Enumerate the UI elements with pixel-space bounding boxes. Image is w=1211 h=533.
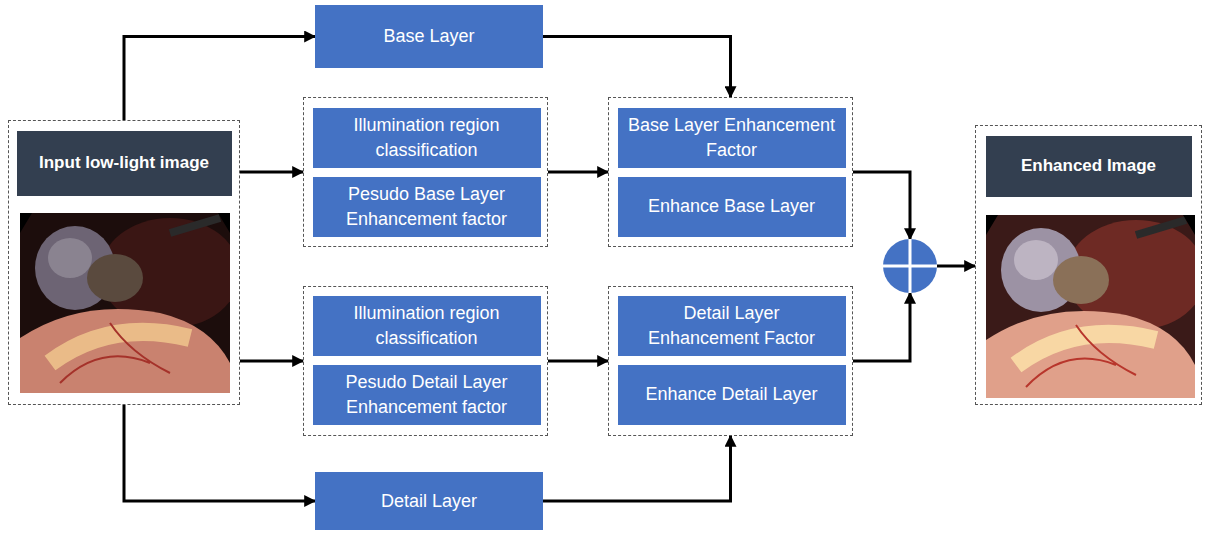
output-group: Enhanced Image bbox=[975, 125, 1202, 405]
flow-arrow bbox=[548, 360, 608, 363]
step-group: Base Layer Enhancement FactorEnhance Bas… bbox=[608, 97, 853, 247]
process-box: Pesudo Detail Layer Enhancement factor bbox=[313, 365, 541, 425]
node-label: Detail Layer Enhancement Factor bbox=[626, 301, 838, 350]
process-box: Base Layer Enhancement Factor bbox=[618, 108, 846, 168]
flow-arrow bbox=[548, 171, 608, 174]
node-label: Pesudo Detail Layer Enhancement factor bbox=[321, 370, 533, 419]
node-label: Illumination region classification bbox=[321, 301, 533, 350]
flow-arrow bbox=[853, 293, 910, 361]
step-group: Detail Layer Enhancement FactorEnhance D… bbox=[608, 286, 853, 436]
header-box: Enhanced Image bbox=[986, 136, 1192, 197]
process-box: Pesudo Base Layer Enhancement factor bbox=[313, 177, 541, 237]
input-endoscopy-image bbox=[20, 213, 230, 393]
plus-lines bbox=[883, 239, 937, 293]
node-label: Illumination region classification bbox=[321, 113, 533, 162]
sum-circle bbox=[883, 239, 937, 293]
node-label: Enhance Detail Layer bbox=[645, 382, 817, 406]
node-label: Enhanced Image bbox=[1021, 156, 1156, 176]
flow-arrow bbox=[937, 265, 975, 268]
header-box: Input low-light image bbox=[17, 131, 232, 196]
enhanced-endoscopy-image bbox=[986, 215, 1195, 398]
node-label: Input low-light image bbox=[39, 153, 209, 173]
step-group: Illumination region classificationPesudo… bbox=[303, 286, 548, 436]
flow-arrow bbox=[124, 405, 315, 501]
node-label: Pesudo Base Layer Enhancement factor bbox=[321, 182, 533, 231]
input-group: Input low-light image bbox=[8, 120, 240, 405]
flow-arrow bbox=[543, 37, 731, 98]
plus-symbol bbox=[883, 239, 937, 293]
flow-arrow bbox=[853, 172, 910, 239]
process-box: Enhance Base Layer bbox=[618, 177, 846, 237]
process-box: Base Layer bbox=[315, 5, 543, 68]
node-label: Base Layer Enhancement Factor bbox=[626, 113, 838, 162]
process-box: Detail Layer bbox=[315, 472, 543, 530]
process-box: Illumination region classification bbox=[313, 108, 541, 168]
flow-arrow bbox=[124, 37, 315, 121]
node-label: Detail Layer bbox=[381, 489, 477, 513]
process-box: Illumination region classification bbox=[313, 296, 541, 356]
flow-arrow bbox=[543, 436, 731, 501]
process-box: Detail Layer Enhancement Factor bbox=[618, 296, 846, 356]
flow-arrow bbox=[240, 360, 303, 363]
node-label: Base Layer bbox=[383, 24, 474, 48]
flow-arrow bbox=[240, 171, 303, 174]
process-box: Enhance Detail Layer bbox=[618, 365, 846, 425]
step-group: Illumination region classificationPesudo… bbox=[303, 97, 548, 247]
node-label: Enhance Base Layer bbox=[648, 194, 815, 218]
